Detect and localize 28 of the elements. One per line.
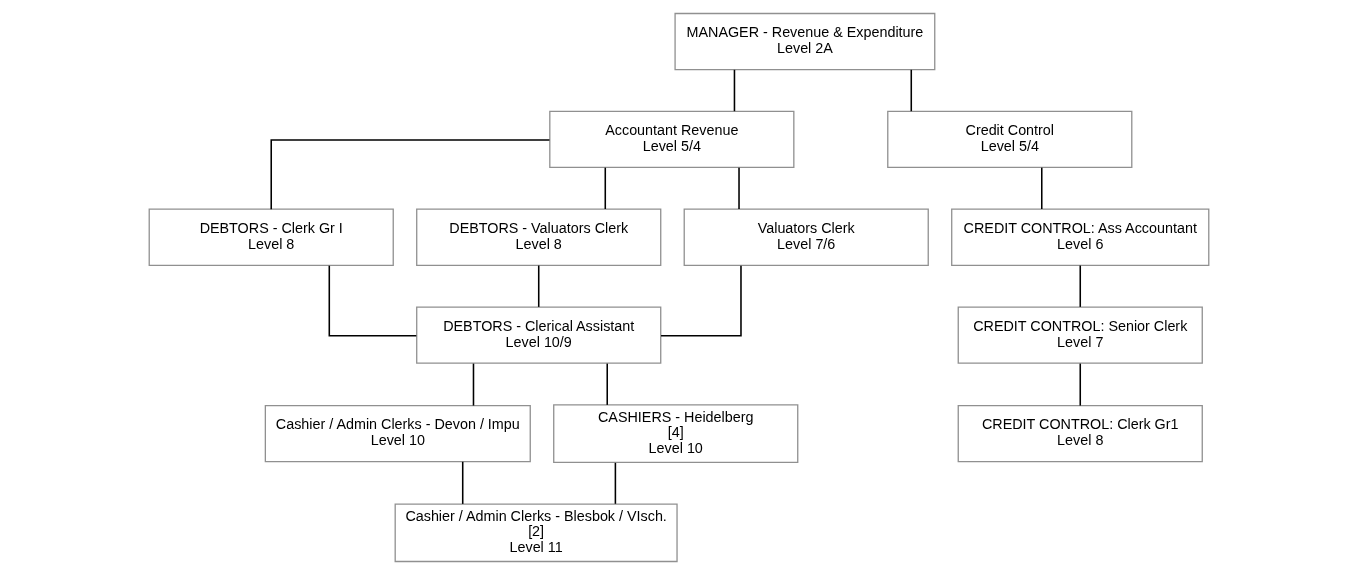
connector [270, 139, 551, 210]
connector [1040, 166, 1043, 210]
node-box: CREDIT CONTROL: Ass Accountant Level 6 [951, 208, 1210, 266]
connector [660, 264, 742, 337]
connector [614, 462, 617, 505]
node-box: DEBTORS - Clerk Gr I Level 8 [148, 208, 394, 266]
connector [472, 362, 475, 407]
connector [738, 166, 740, 210]
node-box: Valuators Clerk Level 7/6 [683, 208, 929, 266]
connector [461, 461, 464, 505]
node-box: CASHIERS - Heidelberg [4] Level 10 [553, 404, 799, 463]
node-box: DEBTORS - Valuators Clerk Level 8 [416, 208, 662, 266]
node-box: DEBTORS - Clerical Assistant Level 10/9 [416, 306, 662, 364]
node-box: CREDIT CONTROL: Clerk Gr1 Level 8 [957, 404, 1203, 463]
node-box: MANAGER - Revenue & Expenditure Level 2A [674, 12, 936, 71]
connector [1079, 362, 1082, 407]
node-box: Cashier / Admin Clerks - Devon / Impu Level 10 [264, 404, 531, 463]
connector [606, 362, 608, 406]
node-box: Accountant Revenue Level 5/4 [549, 110, 795, 169]
connector [733, 69, 736, 112]
node-box: Credit Control Level 5/4 [887, 110, 1133, 169]
connector [1079, 264, 1082, 308]
connector [910, 69, 913, 112]
node-box: CREDIT CONTROL: Senior Clerk Level 7 [957, 306, 1203, 364]
connector [604, 166, 607, 210]
node-box: Cashier / Admin Clerks - Blesbok / VIsch. [2] Level 11 [394, 503, 678, 563]
connector [537, 264, 540, 308]
connector [328, 264, 418, 337]
